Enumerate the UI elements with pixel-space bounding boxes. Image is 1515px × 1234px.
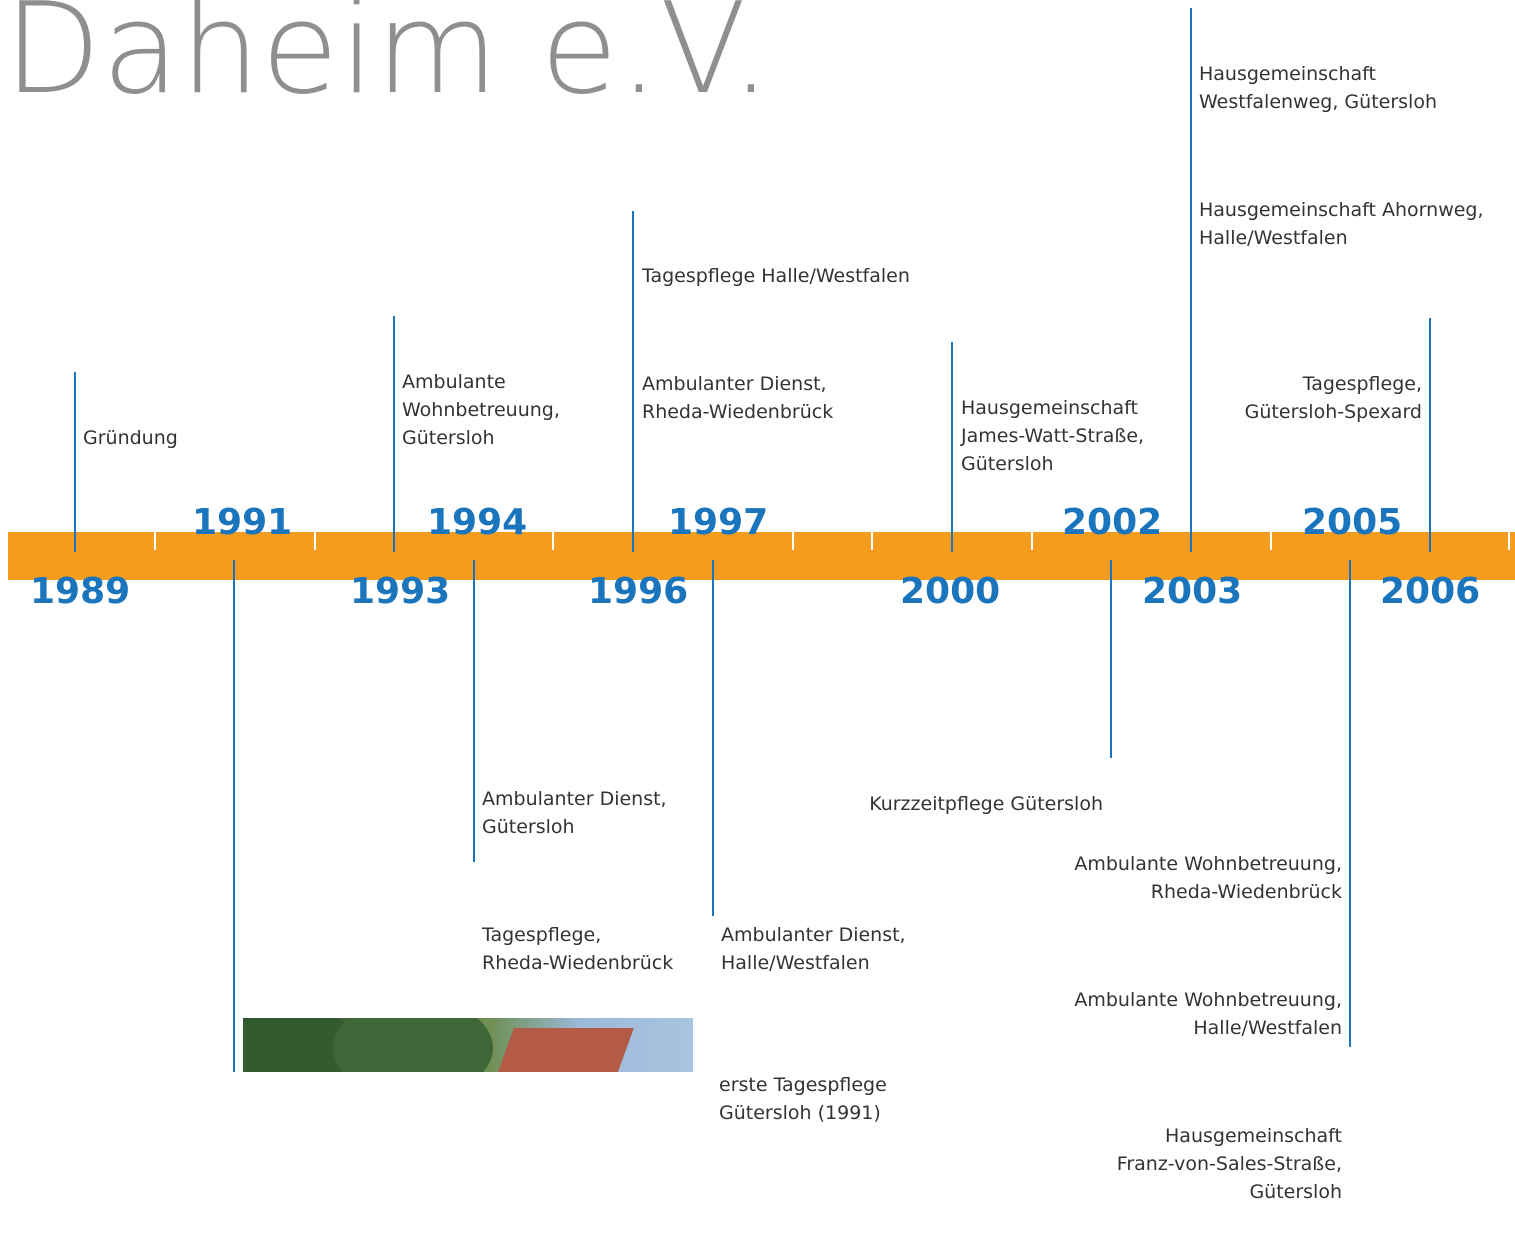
connector-1991 [233,560,235,1072]
connector-1994 [473,560,475,862]
event-text: Hausgemeinschaft Westfalenweg, Gütersloh [1199,63,1437,113]
photo-caption: erste Tagespflege Gütersloh (1991) [719,1015,887,1155]
event-1989: Gründung [83,368,178,480]
event-text: Kurzzeitpflege Gütersloh [869,793,1103,815]
event-text: Hausgemeinschaft Franz-von-Sales-Straße,… [1116,1125,1342,1203]
event-text: Ambulante Wohnbetreuung, Halle/Westfalen [1074,989,1342,1039]
timeline-tick [1508,532,1510,550]
connector-2002 [1110,560,1112,758]
event-1993: Ambulante Wohnbetreuung, Gütersloh [402,312,560,480]
year-label-1993: 1993 [350,571,451,612]
year-label-1996: 1996 [588,571,689,612]
photo-caption-text: erste Tagespflege Gütersloh (1991) [719,1074,887,1124]
tree-shape [333,1018,493,1072]
connector-2005 [1349,560,1351,1047]
event-text: Gründung [83,427,178,449]
timeline-tick [871,532,873,550]
event-2002: Kurzzeitpflege Gütersloh [869,734,1103,846]
timeline-bar [8,532,1515,580]
timeline-tick [154,532,156,550]
timeline-tick [314,532,316,550]
event-1997: Ambulanter Dienst, Halle/Westfalen [721,865,906,1005]
event-text: Hausgemeinschaft James-Watt-Straße, Güte… [961,397,1145,475]
house-roof-shape [492,1028,634,1072]
timeline-tick [1031,532,1033,550]
timeline-tick [552,532,554,550]
year-label-2000: 2000 [900,571,1001,612]
event-text: Ambulanter Dienst, Rheda-Wiedenbrück [642,373,834,423]
event-text: Ambulante Wohnbetreuung, Rheda-Wiedenbrü… [1074,853,1342,903]
event-text: Tagespflege, Rheda-Wiedenbrück [482,924,674,974]
event-1994: Ambulanter Dienst, Gütersloh Tagespflege… [482,729,673,1005]
photo-first-day-care [243,1018,693,1072]
event-text: Ambulanter Dienst, Halle/Westfalen [721,924,906,974]
connector-1997 [712,560,714,916]
event-2003: Hausgemeinschaft Westfalenweg, Gütersloh… [1199,4,1484,280]
event-text: Ambulanter Dienst, Gütersloh [482,788,667,838]
event-text: Ambulante Wohnbetreuung, Gütersloh [402,371,560,449]
year-label-2003: 2003 [1142,571,1243,612]
event-2000: Hausgemeinschaft James-Watt-Straße, Güte… [961,338,1144,506]
connector-1993 [393,316,395,552]
connector-1996 [632,211,634,552]
year-label-2005: 2005 [1302,502,1403,543]
year-label-1989: 1989 [30,571,131,612]
year-label-2006: 2006 [1380,571,1481,612]
timeline-tick [1270,532,1272,550]
event-1996: Tagespflege Halle/Westfalen Ambulanter D… [642,206,910,454]
event-text: Hausgemeinschaft Ahornweg, Halle/Westfal… [1199,199,1484,249]
page-title: Daheim e.V. [4,0,772,122]
year-label-1994: 1994 [427,502,528,543]
connector-2000 [951,342,953,552]
year-label-2002: 2002 [1062,502,1163,543]
connector-1989 [74,372,76,552]
connector-2003 [1190,8,1192,552]
timeline-tick [792,532,794,550]
event-2006: Tagespflege, Gütersloh-Spexard [1245,314,1422,454]
event-text: Tagespflege Halle/Westfalen [642,265,910,287]
year-label-1991: 1991 [192,502,293,543]
year-label-1997: 1997 [668,502,769,543]
connector-2006 [1429,318,1431,552]
event-2005: Ambulante Wohnbetreuung, Rheda-Wiedenbrü… [1074,794,1342,1234]
event-text: Tagespflege, Gütersloh-Spexard [1244,373,1422,423]
